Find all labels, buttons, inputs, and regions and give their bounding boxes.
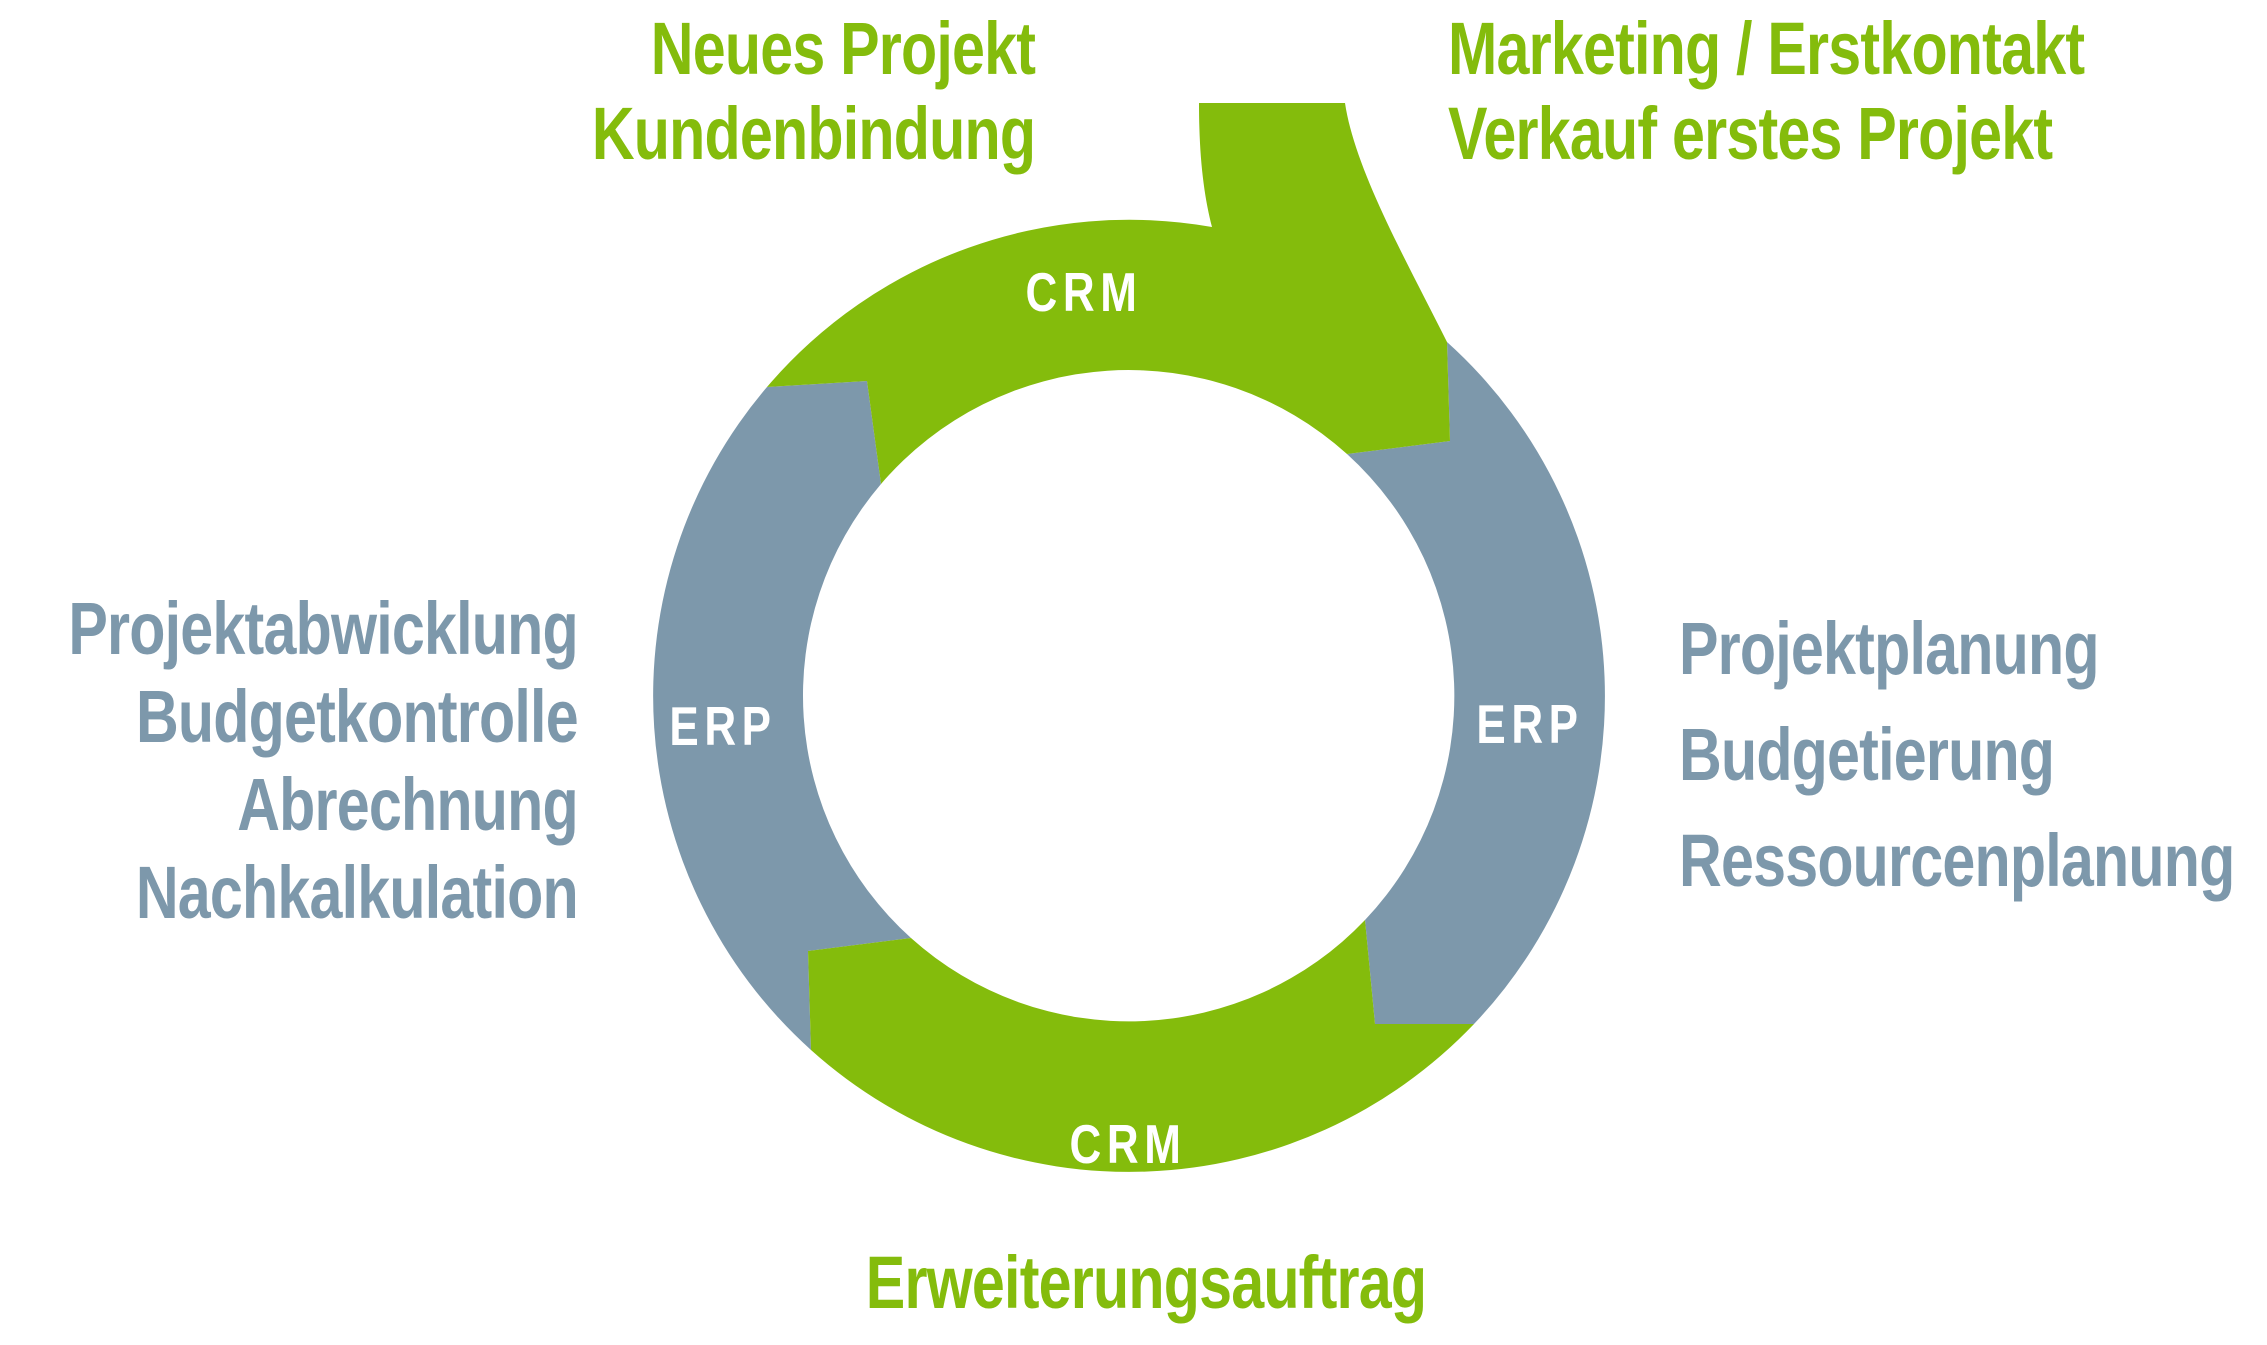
annotation-line: Projektabwicklung — [68, 587, 579, 670]
annotation-top-left: Neues Projekt Kundenbindung — [591, 6, 1036, 176]
crm-top-label: CRM — [1026, 261, 1143, 323]
erp-right-label: ERP — [1476, 693, 1583, 755]
crm-bottom-segment — [808, 920, 1474, 1172]
annotation-bottom: Erweiterungsauftrag — [865, 1240, 1427, 1325]
annotation-right: Projektplanung Budgetierung Ressourcenpl… — [1679, 596, 2235, 914]
annotation-line: Erweiterungsauftrag — [865, 1241, 1427, 1324]
annotation-line: Marketing / Erstkontakt — [1448, 7, 2085, 90]
annotation-line: Ressourcenplanung — [1679, 819, 2235, 902]
annotation-line: Verkauf erstes Projekt — [1448, 92, 2053, 175]
crm-bottom-label: CRM — [1070, 1113, 1187, 1175]
annotation-line: Budgetierung — [1679, 713, 2055, 796]
erp-right-segment — [1347, 342, 1605, 1024]
annotation-line: Kundenbindung — [591, 92, 1036, 175]
crm-top-segment-with-inflow-arrow — [767, 103, 1450, 484]
annotation-line: Nachkalkulation — [135, 851, 579, 934]
annotation-line: Neues Projekt — [650, 7, 1036, 90]
annotation-line: Projektplanung — [1679, 607, 2099, 690]
annotation-top-right: Marketing / Erstkontakt Verkauf erstes P… — [1448, 6, 2085, 176]
annotation-line: Abrechnung — [237, 763, 578, 846]
erp-left-segment — [653, 381, 911, 1050]
erp-left-label: ERP — [669, 695, 776, 757]
annotation-left: Projektabwicklung Budgetkontrolle Abrech… — [68, 585, 579, 937]
annotation-line: Budgetkontrolle — [136, 675, 579, 758]
